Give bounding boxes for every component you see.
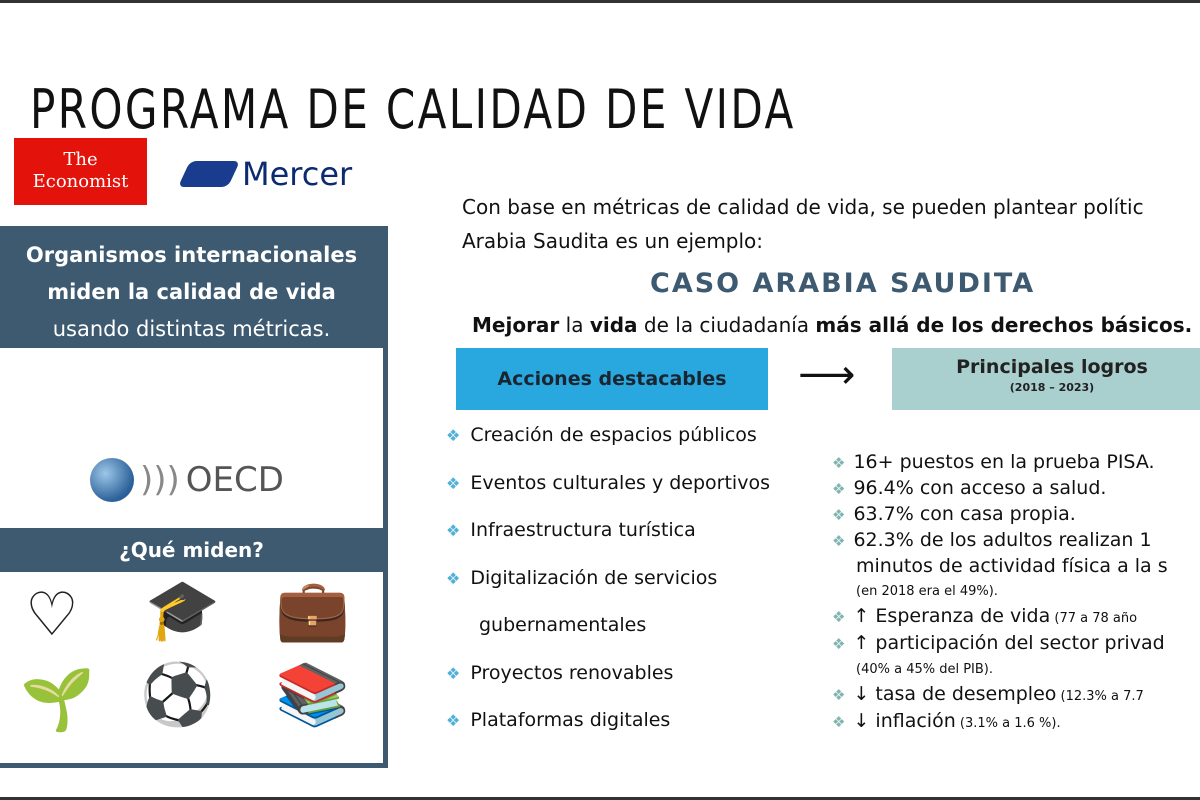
actions-list: ❖Creación de espacios públicos ❖Eventos … bbox=[446, 424, 770, 757]
plant-hand-icon: 🌱 bbox=[20, 665, 95, 735]
list-item: ❖↓ tasa de desempleo (12.3% a 7.7 bbox=[832, 683, 1144, 705]
bullet-icon: ❖ bbox=[446, 426, 461, 445]
panel-header-line: Organismos internacionales bbox=[25, 243, 358, 267]
list-item: ❖16+ puestos en la prueba PISA. bbox=[832, 451, 1155, 473]
bottom-border bbox=[0, 797, 1200, 800]
list-item: ❖Infraestructura turística bbox=[446, 519, 696, 541]
list-item: ❖↓ inflación (3.1% a 1.6 %). bbox=[832, 710, 1061, 732]
metric-icons: ♡ 🎓 💼 🌱 ⚽ 📚 bbox=[0, 575, 383, 765]
list-item: ❖Eventos culturales y deportivos bbox=[446, 471, 770, 494]
mercer-logo: Mercer bbox=[177, 155, 352, 193]
briefcase-icon: 💼 bbox=[275, 575, 350, 645]
list-item-note: (40% a 45% del PIB). bbox=[856, 662, 994, 677]
bullet-icon: ❖ bbox=[832, 454, 846, 472]
list-item: ❖Plataformas digitales bbox=[446, 709, 671, 731]
metrics-panel: Organismos internacionales miden la cali… bbox=[0, 226, 388, 768]
bullet-icon: ❖ bbox=[832, 480, 846, 498]
heart-rate-icon: ♡ bbox=[25, 580, 79, 650]
bullet-icon: ❖ bbox=[446, 568, 461, 588]
oecd-logo: )))OECD bbox=[90, 458, 284, 502]
what-they-measure-header: ¿Qué miden? bbox=[0, 528, 383, 572]
books-stack-icon: 📚 bbox=[275, 660, 350, 730]
actions-header: Acciones destacables bbox=[456, 348, 768, 410]
graduation-books-icon: 🎓 bbox=[145, 575, 220, 645]
bullet-icon: ❖ bbox=[446, 711, 461, 730]
list-item-note: (en 2018 era el 49%). bbox=[856, 584, 998, 599]
bullet-icon: ❖ bbox=[832, 686, 846, 704]
achievements-list: ❖16+ puestos en la prueba PISA. ❖96.4% c… bbox=[832, 450, 1168, 736]
panel-header: Organismos internacionales miden la cali… bbox=[0, 231, 383, 348]
bullet-icon: ❖ bbox=[446, 473, 461, 493]
list-item: ❖Proyectos renovables bbox=[446, 661, 674, 684]
bullet-icon: ❖ bbox=[832, 532, 846, 550]
list-item: ❖63.7% con casa propia. bbox=[832, 503, 1076, 525]
list-item: ❖↑ Esperanza de vida (77 a 78 año bbox=[832, 605, 1138, 627]
list-item: ❖96.4% con acceso a salud. bbox=[832, 477, 1107, 499]
case-subtitle: Mejorar la vida de la ciudadanía más all… bbox=[472, 313, 1193, 337]
top-border bbox=[0, 0, 1200, 3]
bullet-icon: ❖ bbox=[832, 635, 846, 653]
bullet-icon: ❖ bbox=[832, 506, 846, 524]
list-item: ❖62.3% de los adultos realizan 1 bbox=[832, 529, 1152, 551]
panel-header-line: usando distintas métricas. bbox=[52, 317, 331, 341]
bullet-icon: ❖ bbox=[446, 521, 461, 540]
sports-balls-icon: ⚽ bbox=[140, 660, 215, 730]
list-item: ❖Creación de espacios públicos bbox=[446, 424, 757, 446]
bullet-icon: ❖ bbox=[832, 713, 846, 731]
panel-header-line: miden la calidad de vida bbox=[47, 280, 336, 304]
case-title: CASO ARABIA SAUDITA bbox=[650, 268, 1036, 299]
arrow-right-icon: ⟶ bbox=[798, 352, 856, 398]
intro-text: Con base en métricas de calidad de vida,… bbox=[462, 195, 1144, 253]
bullet-icon: ❖ bbox=[446, 663, 461, 683]
achievements-header: Principales logros(2018 – 2023) bbox=[892, 348, 1200, 410]
list-item-cont: minutos de actividad física a la s bbox=[856, 555, 1168, 577]
globe-icon bbox=[90, 458, 134, 502]
mercer-mark-icon bbox=[177, 161, 241, 187]
list-item: gubernamentales bbox=[479, 614, 647, 636]
bullet-icon: ❖ bbox=[832, 608, 846, 626]
list-item: ❖↑ participación del sector privad bbox=[832, 632, 1165, 654]
slide-title: PROGRAMA DE CALIDAD DE VIDA bbox=[30, 78, 796, 141]
list-item: ❖Digitalización de servicios bbox=[446, 566, 718, 589]
